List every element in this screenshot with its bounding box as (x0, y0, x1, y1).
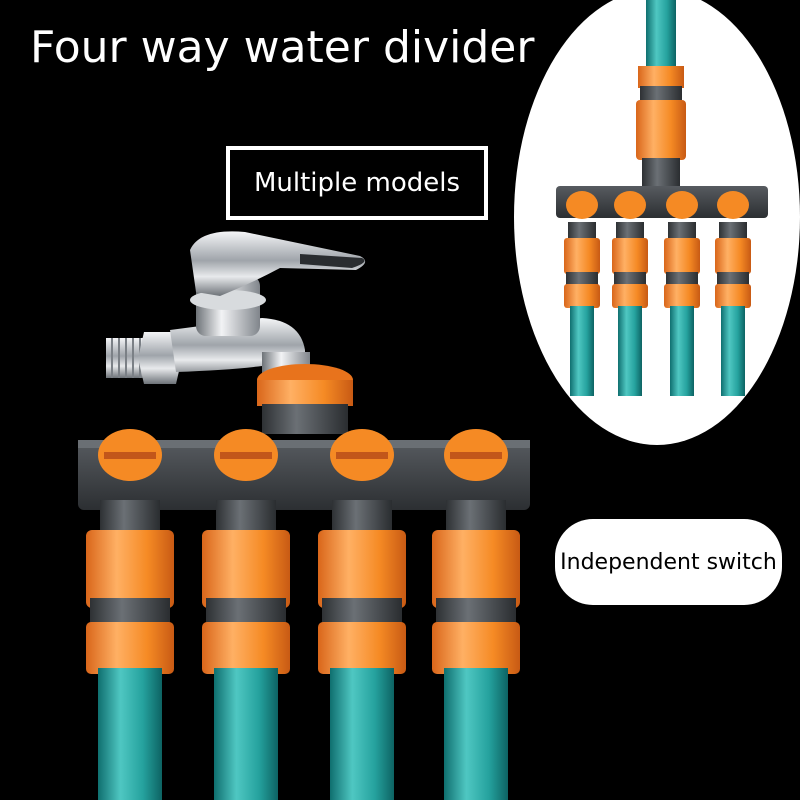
outlet-1 (86, 429, 174, 800)
models-badge-label: Multiple models (253, 168, 461, 198)
inset-photo (514, 0, 800, 445)
outlet-2 (202, 429, 290, 800)
models-badge: Multiple models (226, 146, 488, 220)
manifold-bar (78, 440, 530, 510)
headline: Four way water divider (30, 22, 535, 73)
faucet (106, 231, 366, 384)
inlet-connector (257, 364, 353, 434)
feature-pill-label: Independent switch (560, 549, 777, 575)
outlet-4 (432, 429, 520, 800)
outlet-3 (318, 429, 406, 800)
feature-pill: Independent switch (555, 519, 782, 605)
